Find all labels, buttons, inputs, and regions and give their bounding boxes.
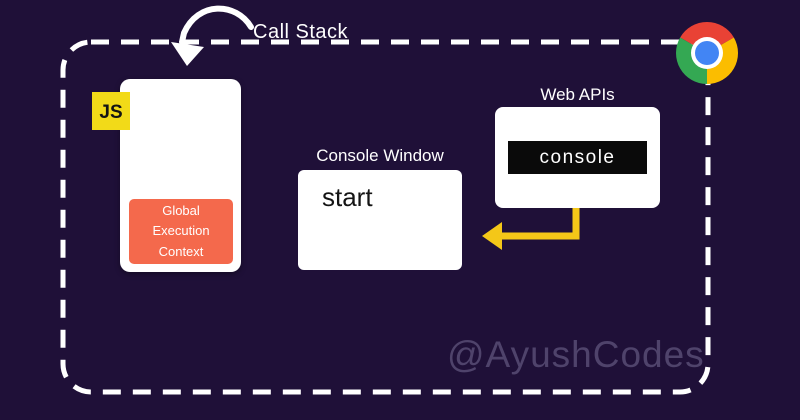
chrome-icon <box>675 21 739 84</box>
call-stack-label: Call Stack <box>253 21 349 43</box>
console-window-label: Console Window <box>316 146 444 165</box>
return-arrow-icon <box>482 207 580 250</box>
javascript-logo-icon: JS <box>92 92 130 130</box>
web-apis-label: Web APIs <box>540 85 615 104</box>
dashed-runtime-boundary <box>60 39 711 395</box>
console-output-line: start <box>322 182 373 212</box>
web-api-console-item: console <box>508 141 647 174</box>
console-window-box: start <box>298 170 462 270</box>
curved-arrow-icon <box>171 5 254 66</box>
global-execution-context-frame: Global Execution Context <box>129 199 233 264</box>
watermark-handle: @AyushCodes <box>447 334 705 375</box>
